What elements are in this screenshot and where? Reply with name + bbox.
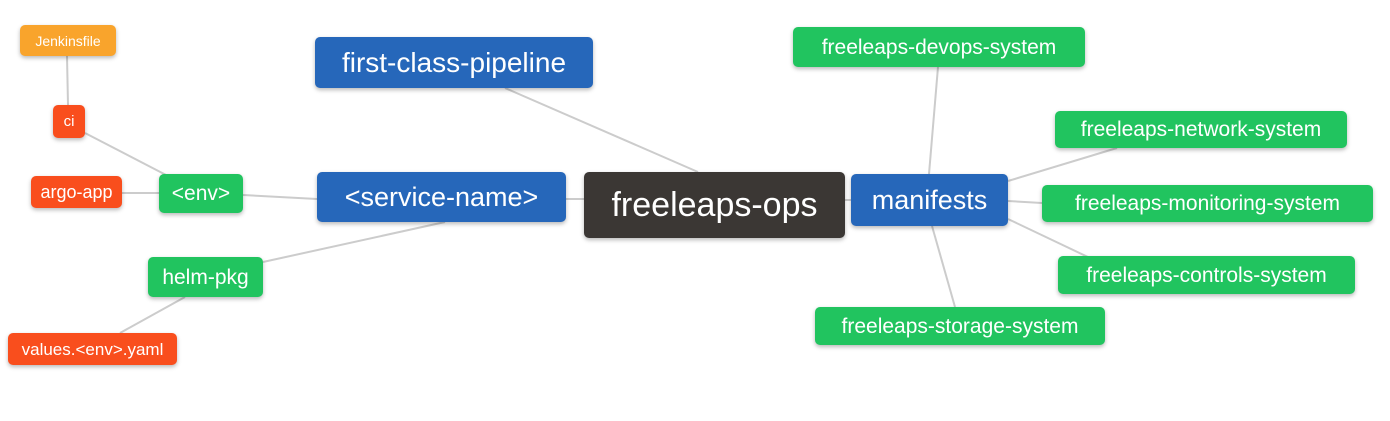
edge-env-service-name — [242, 194, 318, 200]
edge-manifests-storage-system — [931, 225, 956, 308]
node-network-system[interactable]: freeleaps-network-system — [1055, 111, 1347, 148]
node-controls-system[interactable]: freeleaps-controls-system — [1058, 256, 1355, 294]
node-env[interactable]: <env> — [159, 174, 243, 213]
node-helm-pkg[interactable]: helm-pkg — [148, 257, 263, 297]
node-argo-app[interactable]: argo-app — [31, 176, 122, 208]
node-manifests[interactable]: manifests — [851, 174, 1008, 226]
edge-helm-pkg-values-env-yaml — [119, 296, 186, 334]
node-monitoring-system[interactable]: freeleaps-monitoring-system — [1042, 185, 1373, 222]
node-devops-system[interactable]: freeleaps-devops-system — [793, 27, 1085, 67]
node-values-env-yaml[interactable]: values.<env>.yaml — [8, 333, 177, 365]
edge-manifests-devops-system — [928, 66, 939, 175]
node-freeleaps-ops[interactable]: freeleaps-ops — [584, 172, 845, 238]
node-jenkinsfile[interactable]: Jenkinsfile — [20, 25, 116, 56]
node-service-name[interactable]: <service-name> — [317, 172, 566, 222]
edge-helm-pkg-service-name — [262, 221, 446, 263]
edge-first-class-pipeline-freeleaps-ops — [504, 87, 699, 173]
node-ci[interactable]: ci — [53, 105, 85, 138]
edge-ci-env — [84, 132, 169, 177]
node-storage-system[interactable]: freeleaps-storage-system — [815, 307, 1105, 345]
edge-manifests-controls-system — [1007, 218, 1091, 259]
edge-manifests-network-system — [1007, 147, 1118, 182]
edge-jenkinsfile-ci — [66, 55, 69, 106]
node-first-class-pipeline[interactable]: first-class-pipeline — [315, 37, 593, 88]
edge-manifests-monitoring-system — [1007, 200, 1043, 204]
